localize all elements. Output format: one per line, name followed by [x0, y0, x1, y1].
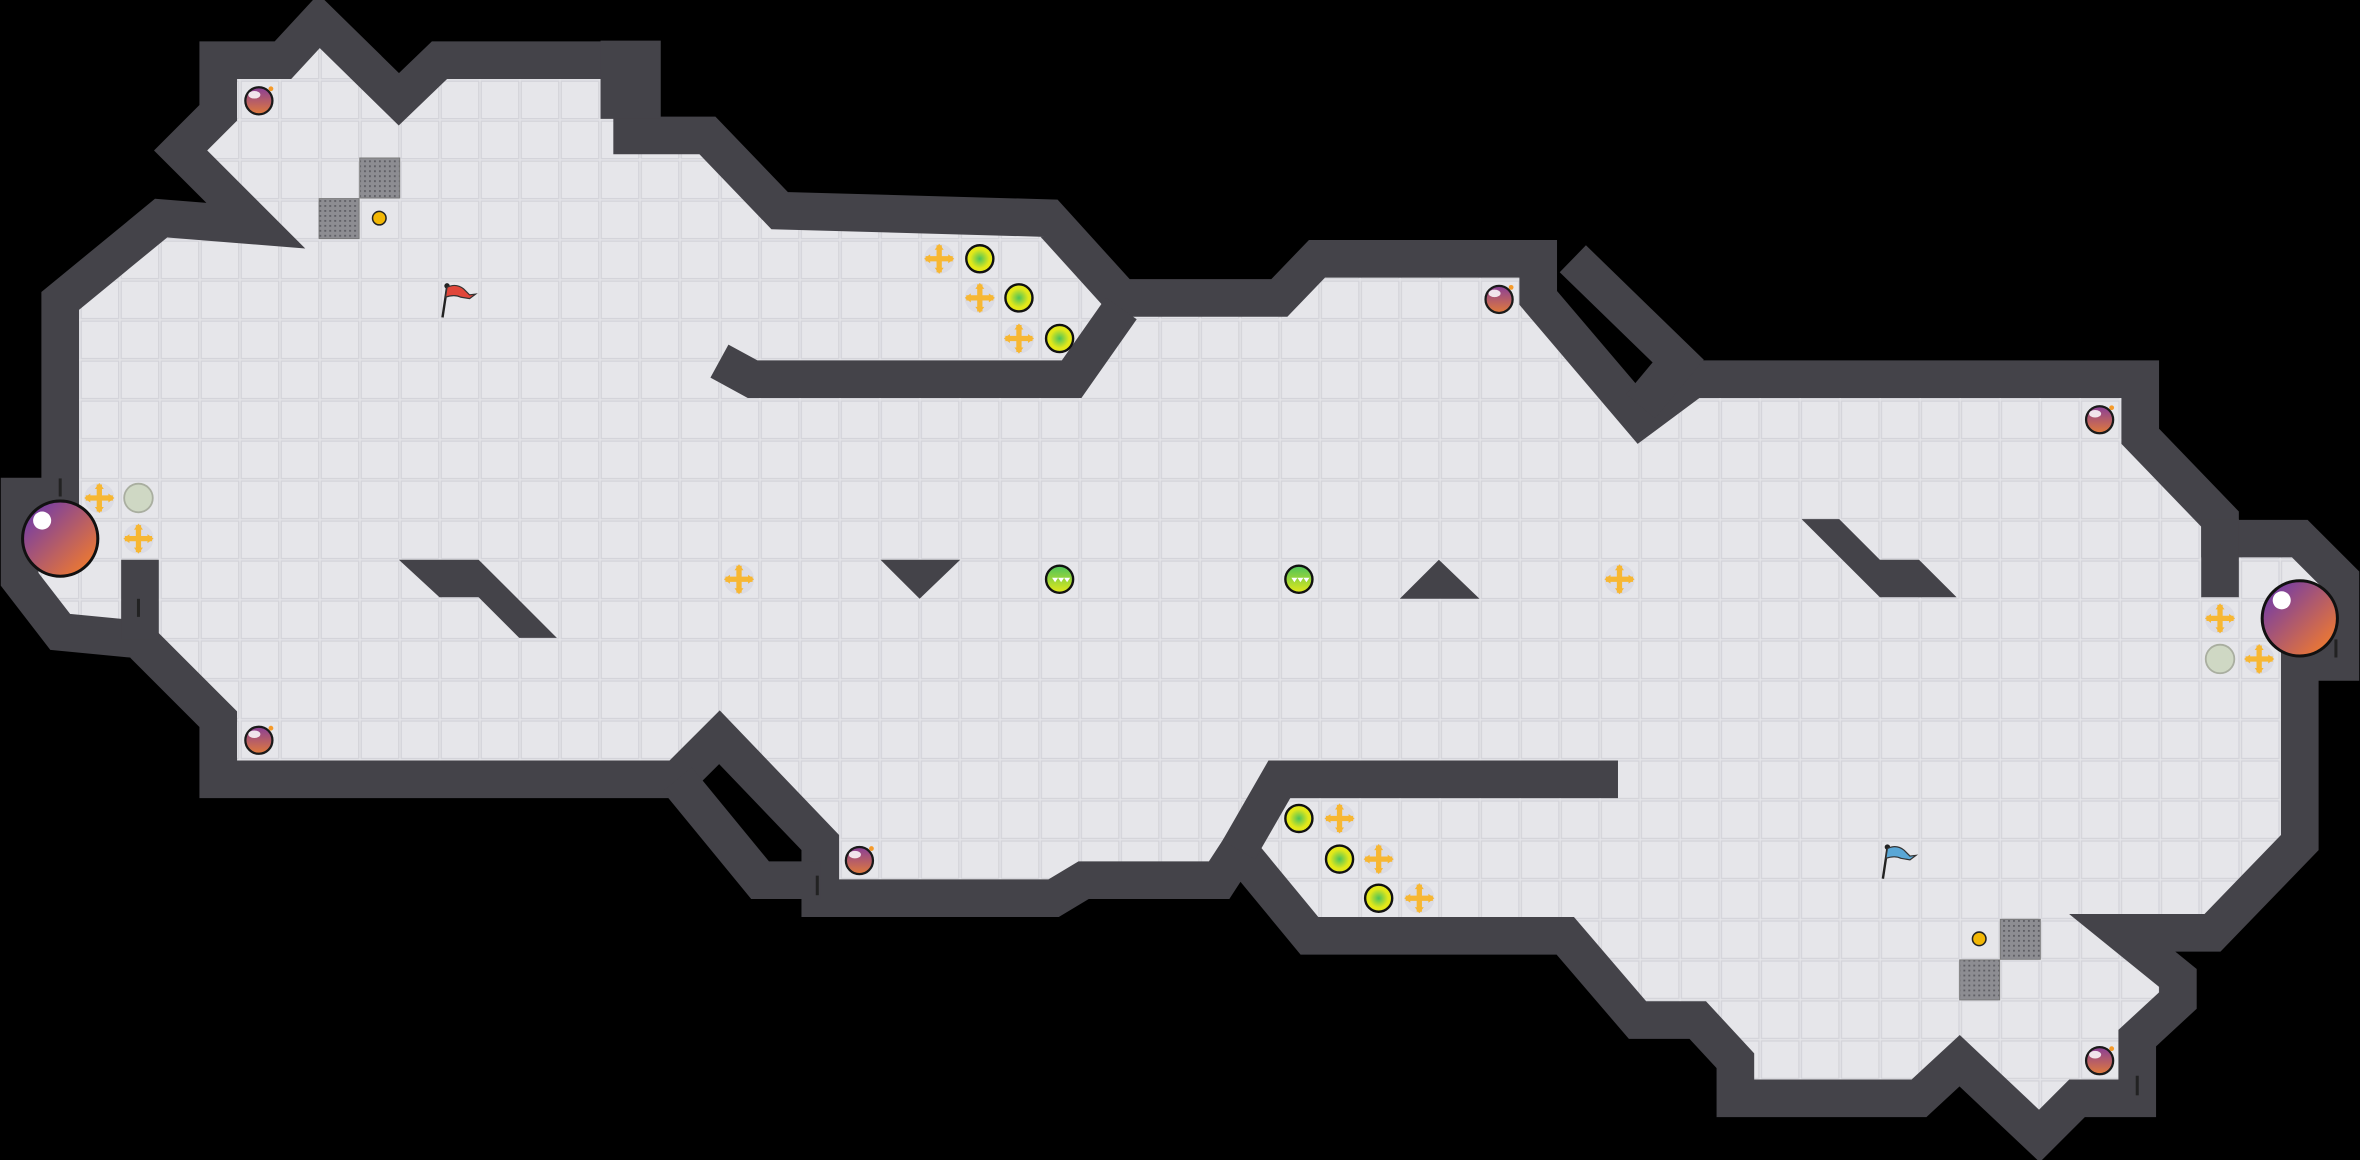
boost-icon	[123, 523, 154, 554]
wall-marks	[58, 478, 2338, 1096]
bomb-icon	[2084, 405, 2115, 435]
bomb-icon	[1484, 284, 1514, 315]
button-dot[interactable]	[371, 210, 387, 226]
boost-icon	[723, 564, 755, 595]
spawn-orb	[21, 499, 100, 578]
boost-icon	[2204, 603, 2236, 634]
boost-icon	[1003, 323, 1035, 354]
boost-icon	[2244, 643, 2275, 675]
grate-tile	[1999, 918, 2041, 960]
boost-icon	[84, 482, 115, 514]
bomb-icon	[2084, 1046, 2115, 1076]
powerup-orb	[1284, 803, 1314, 834]
spike-orb-icon	[1044, 564, 1075, 594]
inactive-portal	[2204, 643, 2236, 675]
boost-icon	[1604, 564, 1635, 595]
down-triangle-obstacle	[880, 559, 961, 599]
walls	[20, 21, 2341, 1136]
bottom-pocket-wall	[1222, 760, 1618, 860]
top-diamond-wall	[1559, 245, 1704, 419]
boost-icon	[924, 243, 955, 274]
inactive-portal	[123, 482, 154, 514]
bomb-icon	[244, 725, 274, 755]
bomb-icon	[844, 845, 875, 876]
boost-icon	[1324, 803, 1355, 834]
spike-orb-icon	[1284, 564, 1314, 594]
top-pocket-wall	[710, 297, 1137, 398]
blue-flag-icon[interactable]	[1881, 844, 1919, 879]
spawn-orb	[2260, 579, 2339, 658]
boost-icon	[1363, 844, 1394, 875]
up-triangle-obstacle	[1399, 559, 1480, 599]
red-flag-icon[interactable]	[441, 283, 478, 318]
grate-tile	[318, 198, 360, 240]
grate-tile	[359, 157, 401, 199]
boost-icon	[1404, 883, 1435, 914]
bomb-icon	[244, 86, 274, 116]
powerup-orb	[965, 244, 995, 274]
bottom-diamond-wall	[662, 767, 821, 899]
boost-icon	[964, 282, 995, 313]
powerup-orb	[1363, 883, 1394, 913]
powerup-orb	[1004, 283, 1034, 313]
powerup-orb	[1044, 323, 1075, 354]
powerup-orb	[1324, 844, 1355, 874]
left-z-obstacle	[398, 559, 557, 638]
button-dot[interactable]	[1971, 931, 1987, 947]
top-wall-block	[600, 40, 661, 119]
grate-tile	[1959, 959, 2001, 1001]
right-z-obstacle	[1801, 519, 1957, 598]
